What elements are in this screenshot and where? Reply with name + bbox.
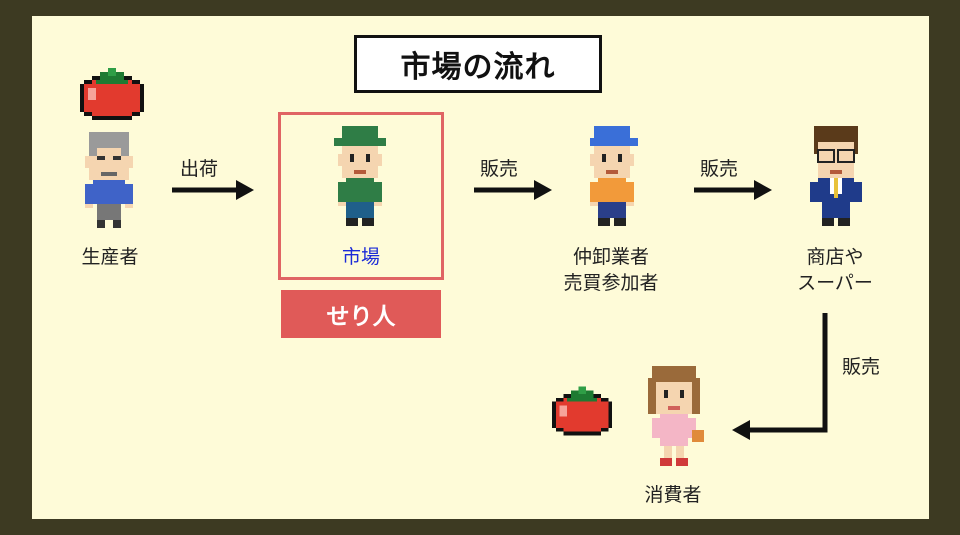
diagram-board: [32, 16, 929, 519]
wholesaler-icon: [590, 126, 638, 226]
consumer-icon: [648, 366, 704, 466]
tomato-icon: [552, 386, 612, 436]
store-line1: 商店や: [806, 246, 864, 268]
node-wholesaler-label: 仲卸業者 売買参加者: [546, 244, 676, 296]
node-producer-label: 生産者: [81, 246, 139, 268]
arrow-sale2: [694, 180, 772, 200]
arrow-shipping: [172, 180, 254, 200]
node-market-label: 市場: [341, 246, 380, 268]
page-title: 市場の流れ: [354, 35, 602, 93]
auctioneer-badge: せり人: [281, 290, 441, 338]
farmer-icon: [85, 132, 133, 228]
edge-shipping-label: 出荷: [180, 158, 219, 180]
market-worker-icon: [334, 126, 386, 226]
wholesaler-line1: 仲卸業者: [572, 246, 649, 268]
edge-sale1-label: 販売: [480, 158, 519, 180]
edge-sale2-label: 販売: [700, 158, 739, 180]
store-line2: スーパー: [797, 272, 873, 294]
shopkeeper-icon: [810, 126, 862, 226]
market-highlight-frame: [278, 112, 444, 280]
arrow-sale3: [732, 313, 828, 440]
node-store-label: 商店や スーパー: [780, 244, 890, 296]
tomato-icon: [80, 68, 144, 120]
arrow-sale1: [474, 180, 552, 200]
edge-sale3-label: 販売: [842, 356, 881, 378]
wholesaler-line2: 売買参加者: [563, 272, 659, 294]
node-consumer-label: 消費者: [644, 484, 702, 506]
